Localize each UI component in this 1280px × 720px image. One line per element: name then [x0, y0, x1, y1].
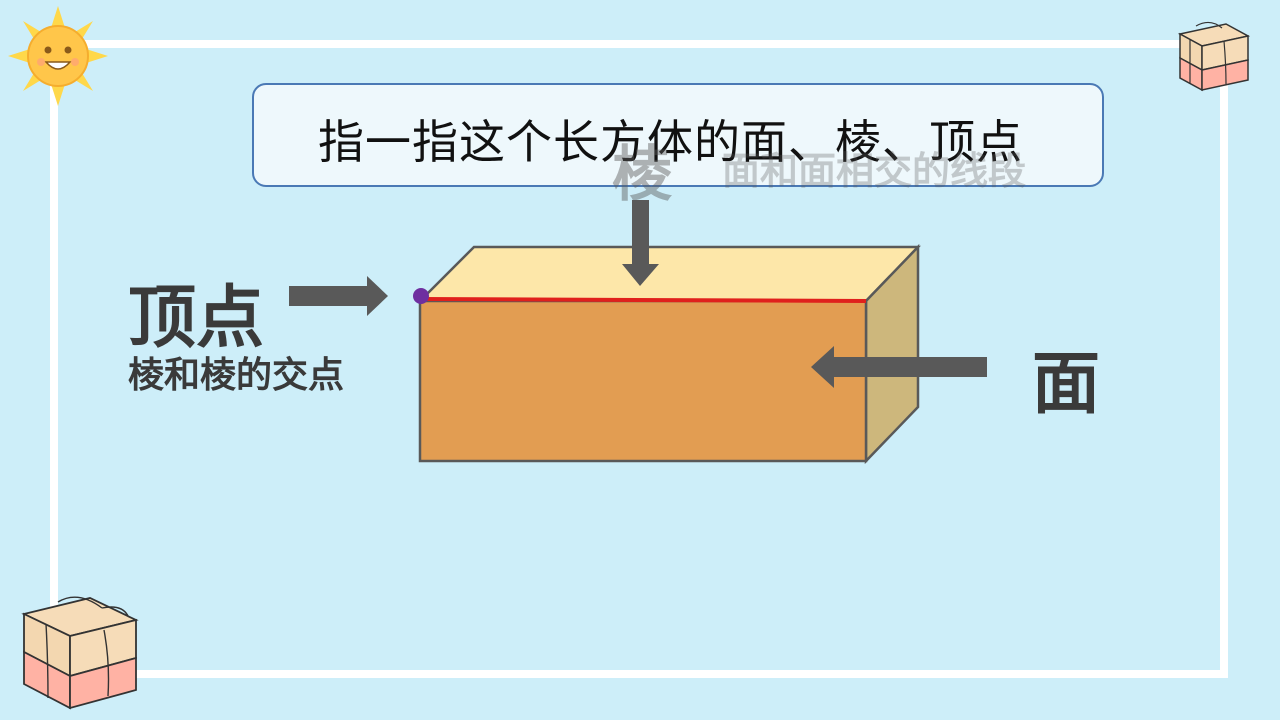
cuboid-top-face — [416, 245, 921, 303]
page-title: 指一指这个长方体的面、棱、顶点 — [318, 115, 1023, 169]
gift-box-icon — [1177, 21, 1251, 92]
edge-label: 棱 — [612, 140, 672, 210]
vertex-dot — [413, 288, 429, 304]
edge-definition: 面和面相交的线段 — [722, 149, 1027, 193]
vertex-label: 顶点 — [128, 279, 265, 358]
sun-icon — [8, 6, 108, 106]
arrow-down-icon — [622, 200, 659, 286]
page-frame — [50, 40, 1228, 678]
face-label: 面 — [1032, 345, 1101, 424]
arrow-left-icon — [811, 346, 987, 388]
highlighted-edge — [420, 297, 867, 303]
arrow-right-icon — [289, 276, 388, 316]
gift-box-icon — [21, 596, 139, 710]
title-callout — [252, 83, 1104, 187]
cuboid-front-face — [418, 299, 868, 463]
vertex-definition: 棱和棱的交点 — [128, 355, 345, 396]
